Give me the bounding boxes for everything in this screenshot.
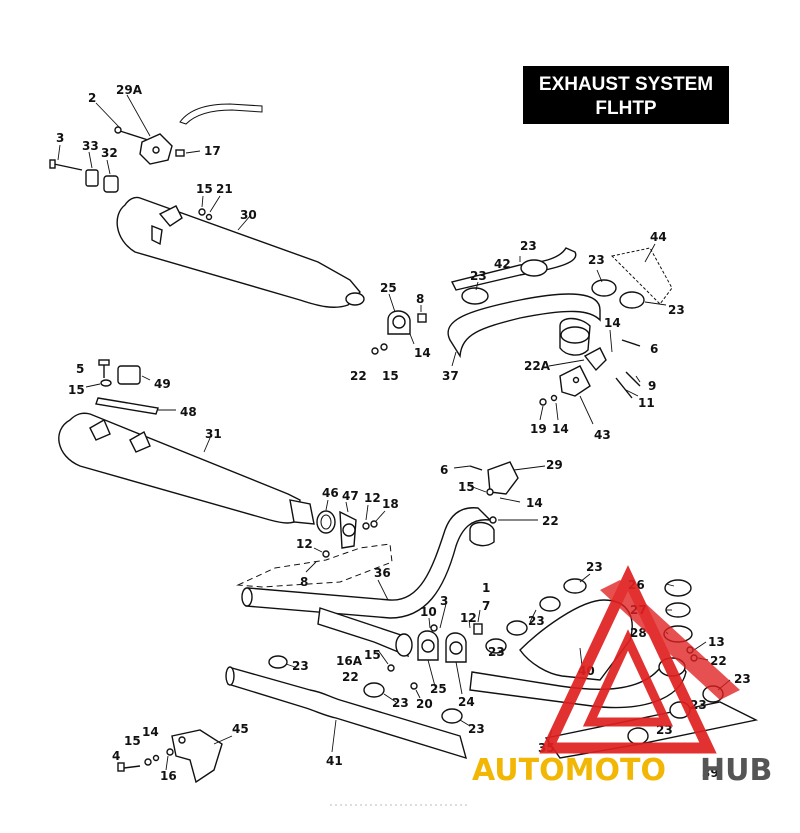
callout-15: 15: [382, 369, 399, 383]
right-bracket-hardware: [539, 329, 641, 425]
title-line-2: FLHTP: [595, 98, 657, 119]
callout-15: 15: [364, 648, 381, 662]
callout-8: 8: [300, 575, 308, 589]
callout-23: 23: [470, 269, 487, 283]
lower-center-clamps: [377, 603, 483, 699]
callout-23: 23: [586, 560, 603, 574]
upper-clamp-hardware: [371, 293, 427, 355]
callout-44: 44: [650, 230, 667, 244]
crossover-pipe: [225, 655, 471, 760]
callout-22a: 22A: [524, 359, 551, 373]
callout-2: 2: [88, 91, 96, 105]
callout-25: 25: [430, 682, 447, 696]
muffler-joint-hardware: [305, 499, 386, 573]
watermark-text-automoto: AUTOMOTO: [472, 753, 666, 788]
callout-29a: 29A: [116, 83, 143, 97]
callout-30: 30: [240, 208, 257, 222]
callout-1: 1: [482, 581, 490, 595]
callout-31: 31: [205, 427, 222, 441]
callout-25: 25: [380, 281, 397, 295]
callout-41: 41: [326, 754, 343, 768]
callout-16a: 16A: [336, 654, 363, 668]
callout-23: 23: [292, 659, 309, 673]
upper-muffler: [116, 195, 365, 308]
callout-49: 49: [154, 377, 171, 391]
callout-33: 33: [82, 139, 99, 153]
callout-23: 23: [488, 645, 505, 659]
callout-14: 14: [414, 346, 431, 360]
callout-12: 12: [296, 537, 313, 551]
callout-15: 15: [196, 182, 213, 196]
callout-23: 23: [520, 239, 537, 253]
callout-7: 7: [482, 599, 490, 613]
watermark-logo: [539, 565, 740, 754]
callout-12: 12: [460, 611, 477, 625]
callout-18: 18: [382, 497, 399, 511]
callout-12: 12: [364, 491, 381, 505]
watermark-triangle-outer: [539, 565, 717, 754]
callout-43: 43: [594, 428, 611, 442]
upper-bracket-group: [49, 94, 263, 193]
callout-14: 14: [142, 725, 159, 739]
callout-19: 19: [530, 422, 547, 436]
title-box: EXHAUST SYSTEM FLHTP: [523, 66, 729, 124]
callout-32: 32: [101, 146, 118, 160]
callout-4: 4: [112, 749, 120, 763]
rear-headpipe: [447, 243, 673, 367]
callout-46: 46: [322, 486, 339, 500]
callout-8: 8: [416, 292, 424, 306]
watermark-triangle-inner: [582, 629, 674, 727]
mount-strap-group: [85, 359, 176, 415]
callout-3: 3: [440, 594, 448, 608]
callout-23: 23: [468, 722, 485, 736]
callout-15: 15: [124, 734, 141, 748]
callout-labels: 2 29A 3 33 32 17 15 21 30 44 23 42 23 23…: [56, 83, 751, 783]
bottom-bracket: [117, 729, 233, 784]
callout-42: 42: [494, 257, 511, 271]
callout-28: 28: [630, 626, 647, 640]
callout-23: 23: [528, 614, 545, 628]
callout-47: 47: [342, 489, 359, 503]
callout-39: 39: [702, 766, 719, 780]
callout-23: 23: [668, 303, 685, 317]
callout-24: 24: [458, 695, 475, 709]
callout-14: 14: [604, 316, 621, 330]
callout-6: 6: [650, 342, 658, 356]
callout-22: 22: [542, 514, 559, 528]
callout-15: 15: [68, 383, 85, 397]
callout-29: 29: [546, 458, 563, 472]
callout-37: 37: [442, 369, 459, 383]
callout-36: 36: [374, 566, 391, 580]
callout-21: 21: [216, 182, 233, 196]
watermark-text-hub: HUB: [700, 753, 772, 788]
callout-15: 15: [458, 480, 475, 494]
callout-23: 23: [588, 253, 605, 267]
callout-48: 48: [180, 405, 197, 419]
callout-3: 3: [56, 131, 64, 145]
title-line-1: EXHAUST SYSTEM: [539, 74, 713, 95]
callout-11: 11: [638, 396, 655, 410]
callout-14: 14: [526, 496, 543, 510]
callout-23: 23: [734, 672, 751, 686]
assembly-outline: [236, 543, 393, 588]
callout-16: 16: [160, 769, 177, 783]
callout-6: 6: [440, 463, 448, 477]
callout-9: 9: [648, 379, 656, 393]
front-headpipe: [241, 461, 546, 658]
callout-22: 22: [350, 369, 367, 383]
callout-22: 22: [342, 670, 359, 684]
callout-20: 20: [416, 697, 433, 711]
callout-10: 10: [420, 605, 437, 619]
callout-13: 13: [708, 635, 725, 649]
callout-22: 22: [710, 654, 727, 668]
callout-5: 5: [76, 362, 84, 376]
callout-14: 14: [552, 422, 569, 436]
callout-23: 23: [392, 696, 409, 710]
callout-17: 17: [204, 144, 221, 158]
callout-45: 45: [232, 722, 249, 736]
lower-muffler: [58, 412, 315, 525]
